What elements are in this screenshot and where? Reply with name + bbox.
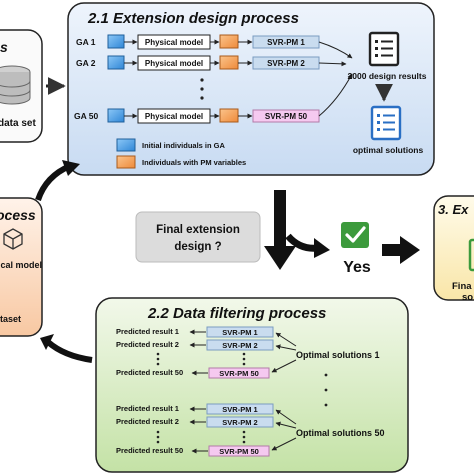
ga-row-1: GA 1 Physical model SVR-PM 1 <box>76 34 320 50</box>
ga-label: GA 50 <box>74 111 99 121</box>
optimal-solutions-label: Optimal solutions 1 <box>296 350 380 360</box>
database-icon <box>0 65 31 105</box>
svr-label: SVR-PM 50 <box>219 447 259 456</box>
right-panel-line2: so <box>462 292 473 303</box>
svr-box <box>206 326 274 338</box>
physical-model-label: Physical model <box>145 38 203 47</box>
ga-label: GA 2 <box>76 58 96 68</box>
svr-box <box>208 445 270 457</box>
predicted-label: Predicted result 1 <box>116 404 179 413</box>
svr-label: SVR-PM 50 <box>219 369 259 378</box>
curved-arrow-left-head <box>40 334 54 350</box>
right-arrow-head <box>400 236 420 264</box>
filter-group-1: Predicted result 1 SVR-PM 1 Predicted re… <box>116 326 380 379</box>
predicted-label: Predicted result 1 <box>116 327 179 336</box>
vertical-dots <box>324 373 328 407</box>
curved-arrow-left <box>46 339 93 363</box>
results-label: 2000 design results <box>348 71 427 81</box>
arrow <box>318 41 353 59</box>
left-mid-model-label: ical model <box>0 260 42 270</box>
svr-box <box>206 403 274 415</box>
legend-label-pm: Individuals with PM variables <box>142 158 246 167</box>
results-document-icon <box>368 31 400 67</box>
legend-label-initial: Initial individuals in GA <box>142 141 226 150</box>
pm-cube-icon <box>219 34 239 49</box>
svr-label: SVR-PM 50 <box>265 112 308 121</box>
svr-label: SVR-PM 1 <box>267 38 305 47</box>
decision-box: Final extension design ? <box>135 211 261 263</box>
vertical-dots <box>200 78 204 100</box>
vertical-dots <box>156 352 246 366</box>
ga-cube-icon <box>107 55 125 70</box>
svr-label: SVR-PM 2 <box>222 418 257 427</box>
filtering-panel: 2.2 Data filtering process <box>95 297 409 473</box>
ga-row-50: GA 50 Physical model SVR-PM 50 <box>74 108 320 124</box>
check-icon <box>341 222 369 248</box>
predicted-label: Predicted result 2 <box>116 417 179 426</box>
extension-title: 2.1 Extension design process <box>87 10 299 27</box>
arrow <box>318 61 347 67</box>
physical-model-label: Physical model <box>145 59 203 68</box>
left-top-panel: s data set <box>0 29 43 143</box>
legend: Initial individuals in GA Individuals wi… <box>116 138 246 169</box>
yes-label: Yes <box>343 259 371 276</box>
left-top-caption: data set <box>0 118 36 129</box>
optimal-solutions-label: Optimal solutions 50 <box>296 428 385 438</box>
cube-outline-icon <box>3 228 23 250</box>
optimal-document-icon <box>370 105 402 141</box>
ga-cube-icon <box>107 34 125 49</box>
svr-label: SVR-PM 2 <box>222 341 257 350</box>
svr-label: SVR-PM 1 <box>222 405 257 414</box>
left-top-title: s <box>0 39 8 55</box>
optimal-label: optimal solutions <box>353 145 424 155</box>
ga-label: GA 1 <box>76 37 96 47</box>
yes-branch-arrow-head <box>314 238 330 258</box>
decision-line2: design ? <box>174 241 221 253</box>
left-mid-title: ocess <box>0 207 36 223</box>
vertical-dots <box>156 430 246 444</box>
down-arrow-head <box>264 246 296 270</box>
filtering-title: 2.2 Data filtering process <box>147 305 326 322</box>
right-panel-line1: Fina <box>452 281 472 292</box>
left-mid-panel: ocess ical model taset <box>0 197 43 337</box>
svr-label: SVR-PM 2 <box>267 59 305 68</box>
ga-cube-icon <box>107 108 125 123</box>
svr-box <box>208 367 270 379</box>
curved-arrow-up <box>35 163 72 202</box>
predicted-label: Predicted result 50 <box>116 446 183 455</box>
predicted-label: Predicted result 2 <box>116 340 179 349</box>
svr-label: SVR-PM 1 <box>222 328 257 337</box>
right-arrow-shaft <box>382 244 402 256</box>
right-panel: 3. Ex Fina so <box>433 195 474 303</box>
arrow <box>318 73 353 117</box>
legend-swatch-pm <box>116 155 136 169</box>
svr-box <box>206 416 274 428</box>
predicted-label: Predicted result 50 <box>116 368 183 377</box>
legend-swatch-initial <box>116 138 136 152</box>
right-panel-title: 3. Ex <box>438 202 469 217</box>
pm-cube-icon <box>219 108 239 123</box>
decision-line1: Final extension <box>156 224 240 236</box>
document-icon <box>468 238 474 272</box>
ga-row-2: GA 2 Physical model SVR-PM 2 <box>76 55 320 71</box>
filter-group-50: Predicted result 1 SVR-PM 1 Predicted re… <box>116 403 385 457</box>
down-arrow-shaft <box>274 190 286 248</box>
curved-arrow-up-head <box>62 160 80 176</box>
pm-cube-icon <box>219 55 239 70</box>
svr-box <box>206 339 274 351</box>
physical-model-label: Physical model <box>145 112 203 121</box>
left-mid-caption: taset <box>0 314 21 324</box>
